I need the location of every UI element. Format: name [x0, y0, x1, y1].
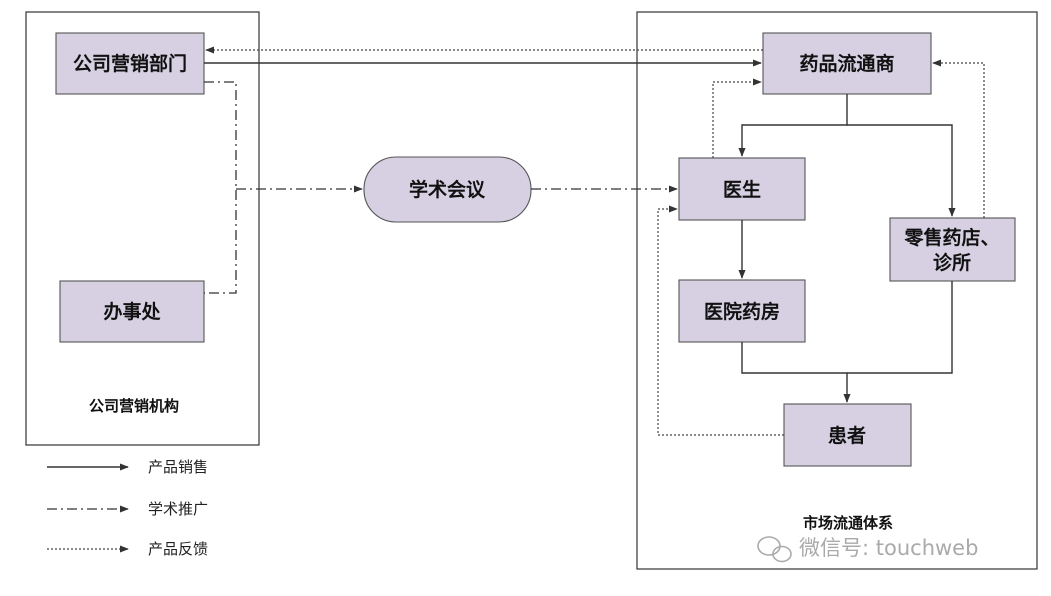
market-system-label: 市场流通体系 [803, 514, 893, 532]
line-dept-to-conference-branch [204, 81, 237, 294]
office-box [59, 280, 205, 343]
hospital-pharmacy-box [678, 279, 806, 343]
arrow-doctor-to-distributor-feedback [712, 78, 762, 158]
legend-promotion-label: 学术推广 [148, 500, 208, 518]
legend-sales-label: 产品销售 [148, 458, 208, 476]
arrow-distributor-to-retail [847, 124, 956, 217]
arrow-hospital-pharmacy-to-patient [741, 342, 851, 403]
marketing-dept-label: 公司营销部门 [73, 52, 187, 75]
watermark-text: 微信号: touchweb [799, 536, 978, 560]
conference-label: 学术会议 [409, 178, 486, 201]
distributor-label: 药品流通商 [799, 52, 894, 75]
office-label: 办事处 [103, 300, 161, 323]
line-retail-to-patient [847, 281, 953, 374]
retail-pharmacy-box [889, 217, 1016, 282]
arrow-distributor-to-doctor [738, 94, 848, 157]
doctor-label: 医生 [723, 178, 761, 201]
patient-label: 患者 [828, 424, 866, 447]
wechat-icon [757, 536, 792, 563]
retail-pharmacy-label-line1: 零售药店、 [903, 226, 999, 249]
marketing-org-label: 公司营销机构 [89, 397, 179, 415]
retail-pharmacy-label-line2: 诊所 [933, 251, 971, 274]
arrow-patient-to-doctor-feedback [657, 205, 784, 436]
arrow-retail-to-distributor-feedback [932, 59, 985, 218]
doctor-box [678, 157, 806, 221]
hospital-pharmacy-label: 医院药房 [704, 300, 780, 323]
legend-feedback-label: 产品反馈 [148, 540, 208, 558]
